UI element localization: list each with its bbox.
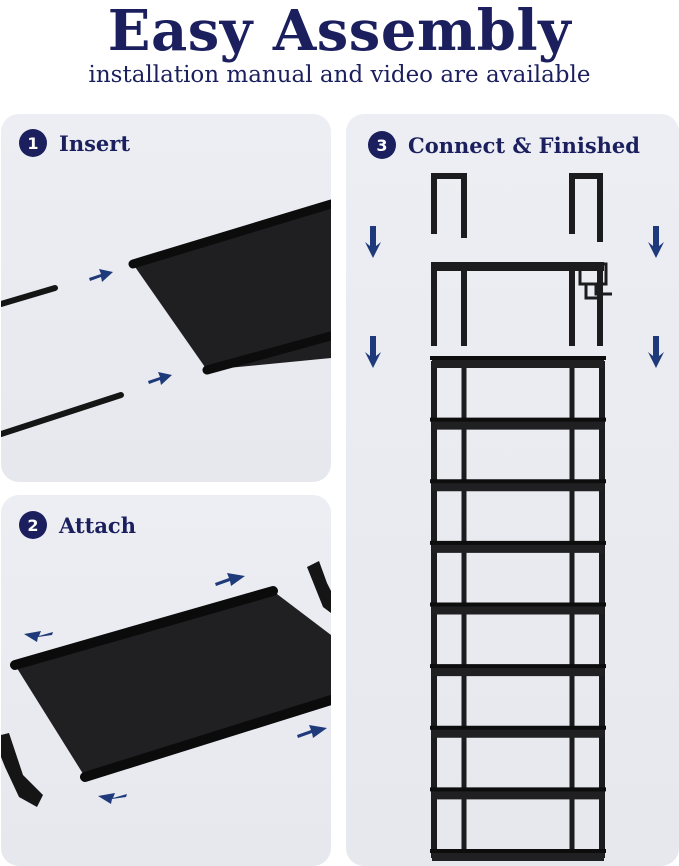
hook-icon — [578, 262, 612, 300]
rack-shelf — [432, 419, 604, 430]
down-arrow-icon — [648, 336, 664, 368]
page-subtitle: installation manual and video are availa… — [88, 62, 591, 88]
top-cap-right — [569, 173, 603, 242]
rack-shelf-rail — [430, 664, 606, 669]
down-arrow-icon — [648, 226, 664, 258]
rack-shelf-rail — [430, 540, 606, 545]
insert-arrow-upper — [89, 269, 113, 282]
step-number-badge: 2 — [19, 511, 47, 539]
rack-shelf — [432, 542, 604, 553]
rack-shelf — [432, 666, 604, 677]
top-shelf-frame — [432, 262, 604, 271]
rack-shelf-rail — [430, 417, 606, 422]
rack-shelf-rail — [430, 602, 606, 607]
step-label: Attach — [59, 512, 136, 538]
step-insert-panel: 1 Insert — [1, 114, 331, 482]
down-arrow-icon — [365, 226, 381, 258]
insert-illustration — [1, 199, 331, 437]
shelf-rail-front — [202, 331, 331, 375]
step-label: Insert — [59, 130, 131, 156]
rack-shelf — [432, 727, 604, 738]
step-attach-header: 2 Attach — [19, 511, 136, 539]
insert-arrow-lower — [148, 372, 172, 385]
shelf-rail-back — [128, 199, 331, 269]
rack-shelf — [432, 604, 604, 615]
attach-arrow-top-right — [215, 573, 245, 586]
connector-top-right — [307, 561, 331, 613]
rack-shelf-rail — [430, 725, 606, 730]
page-title: Easy Assembly — [107, 0, 572, 64]
rack-shelf-rail — [430, 479, 606, 484]
step-label: Connect & Finished — [408, 132, 640, 158]
rack-shelf — [432, 481, 604, 492]
rack-shelf — [432, 851, 604, 861]
top-cap-left — [431, 173, 467, 238]
shelf-fabric-panel — [133, 204, 331, 370]
down-arrow-icon — [365, 336, 381, 368]
attach-arrow-bottom-left — [98, 793, 127, 804]
rack-illustration — [365, 173, 664, 861]
step-connect-panel: 3 Connect & Finished — [346, 114, 679, 866]
rack-shelf-rail — [430, 849, 606, 853]
rack-shelf-rail — [430, 356, 606, 360]
step-number-badge: 3 — [368, 131, 396, 159]
rack-shelf — [432, 358, 604, 368]
attach-arrow-bottom-right — [297, 725, 327, 738]
step-number-badge: 1 — [19, 129, 47, 157]
attach-arrow-top-left — [24, 631, 53, 642]
step-insert-header: 1 Insert — [19, 129, 130, 157]
rod-lower — [1, 392, 124, 437]
attach-illustration — [1, 561, 331, 807]
shelf-fabric-panel — [15, 591, 331, 777]
rack-shelf-rail — [430, 787, 606, 792]
rod-upper — [1, 285, 58, 307]
shelf-rail-front — [80, 695, 331, 782]
shelf-rail-back — [10, 586, 278, 670]
connector-bottom-left — [1, 733, 43, 807]
step-attach-panel: 2 Attach — [1, 495, 331, 866]
rack-shelf — [432, 789, 604, 800]
assembled-rack — [430, 356, 606, 861]
step-connect-header: 3 Connect & Finished — [368, 131, 640, 159]
